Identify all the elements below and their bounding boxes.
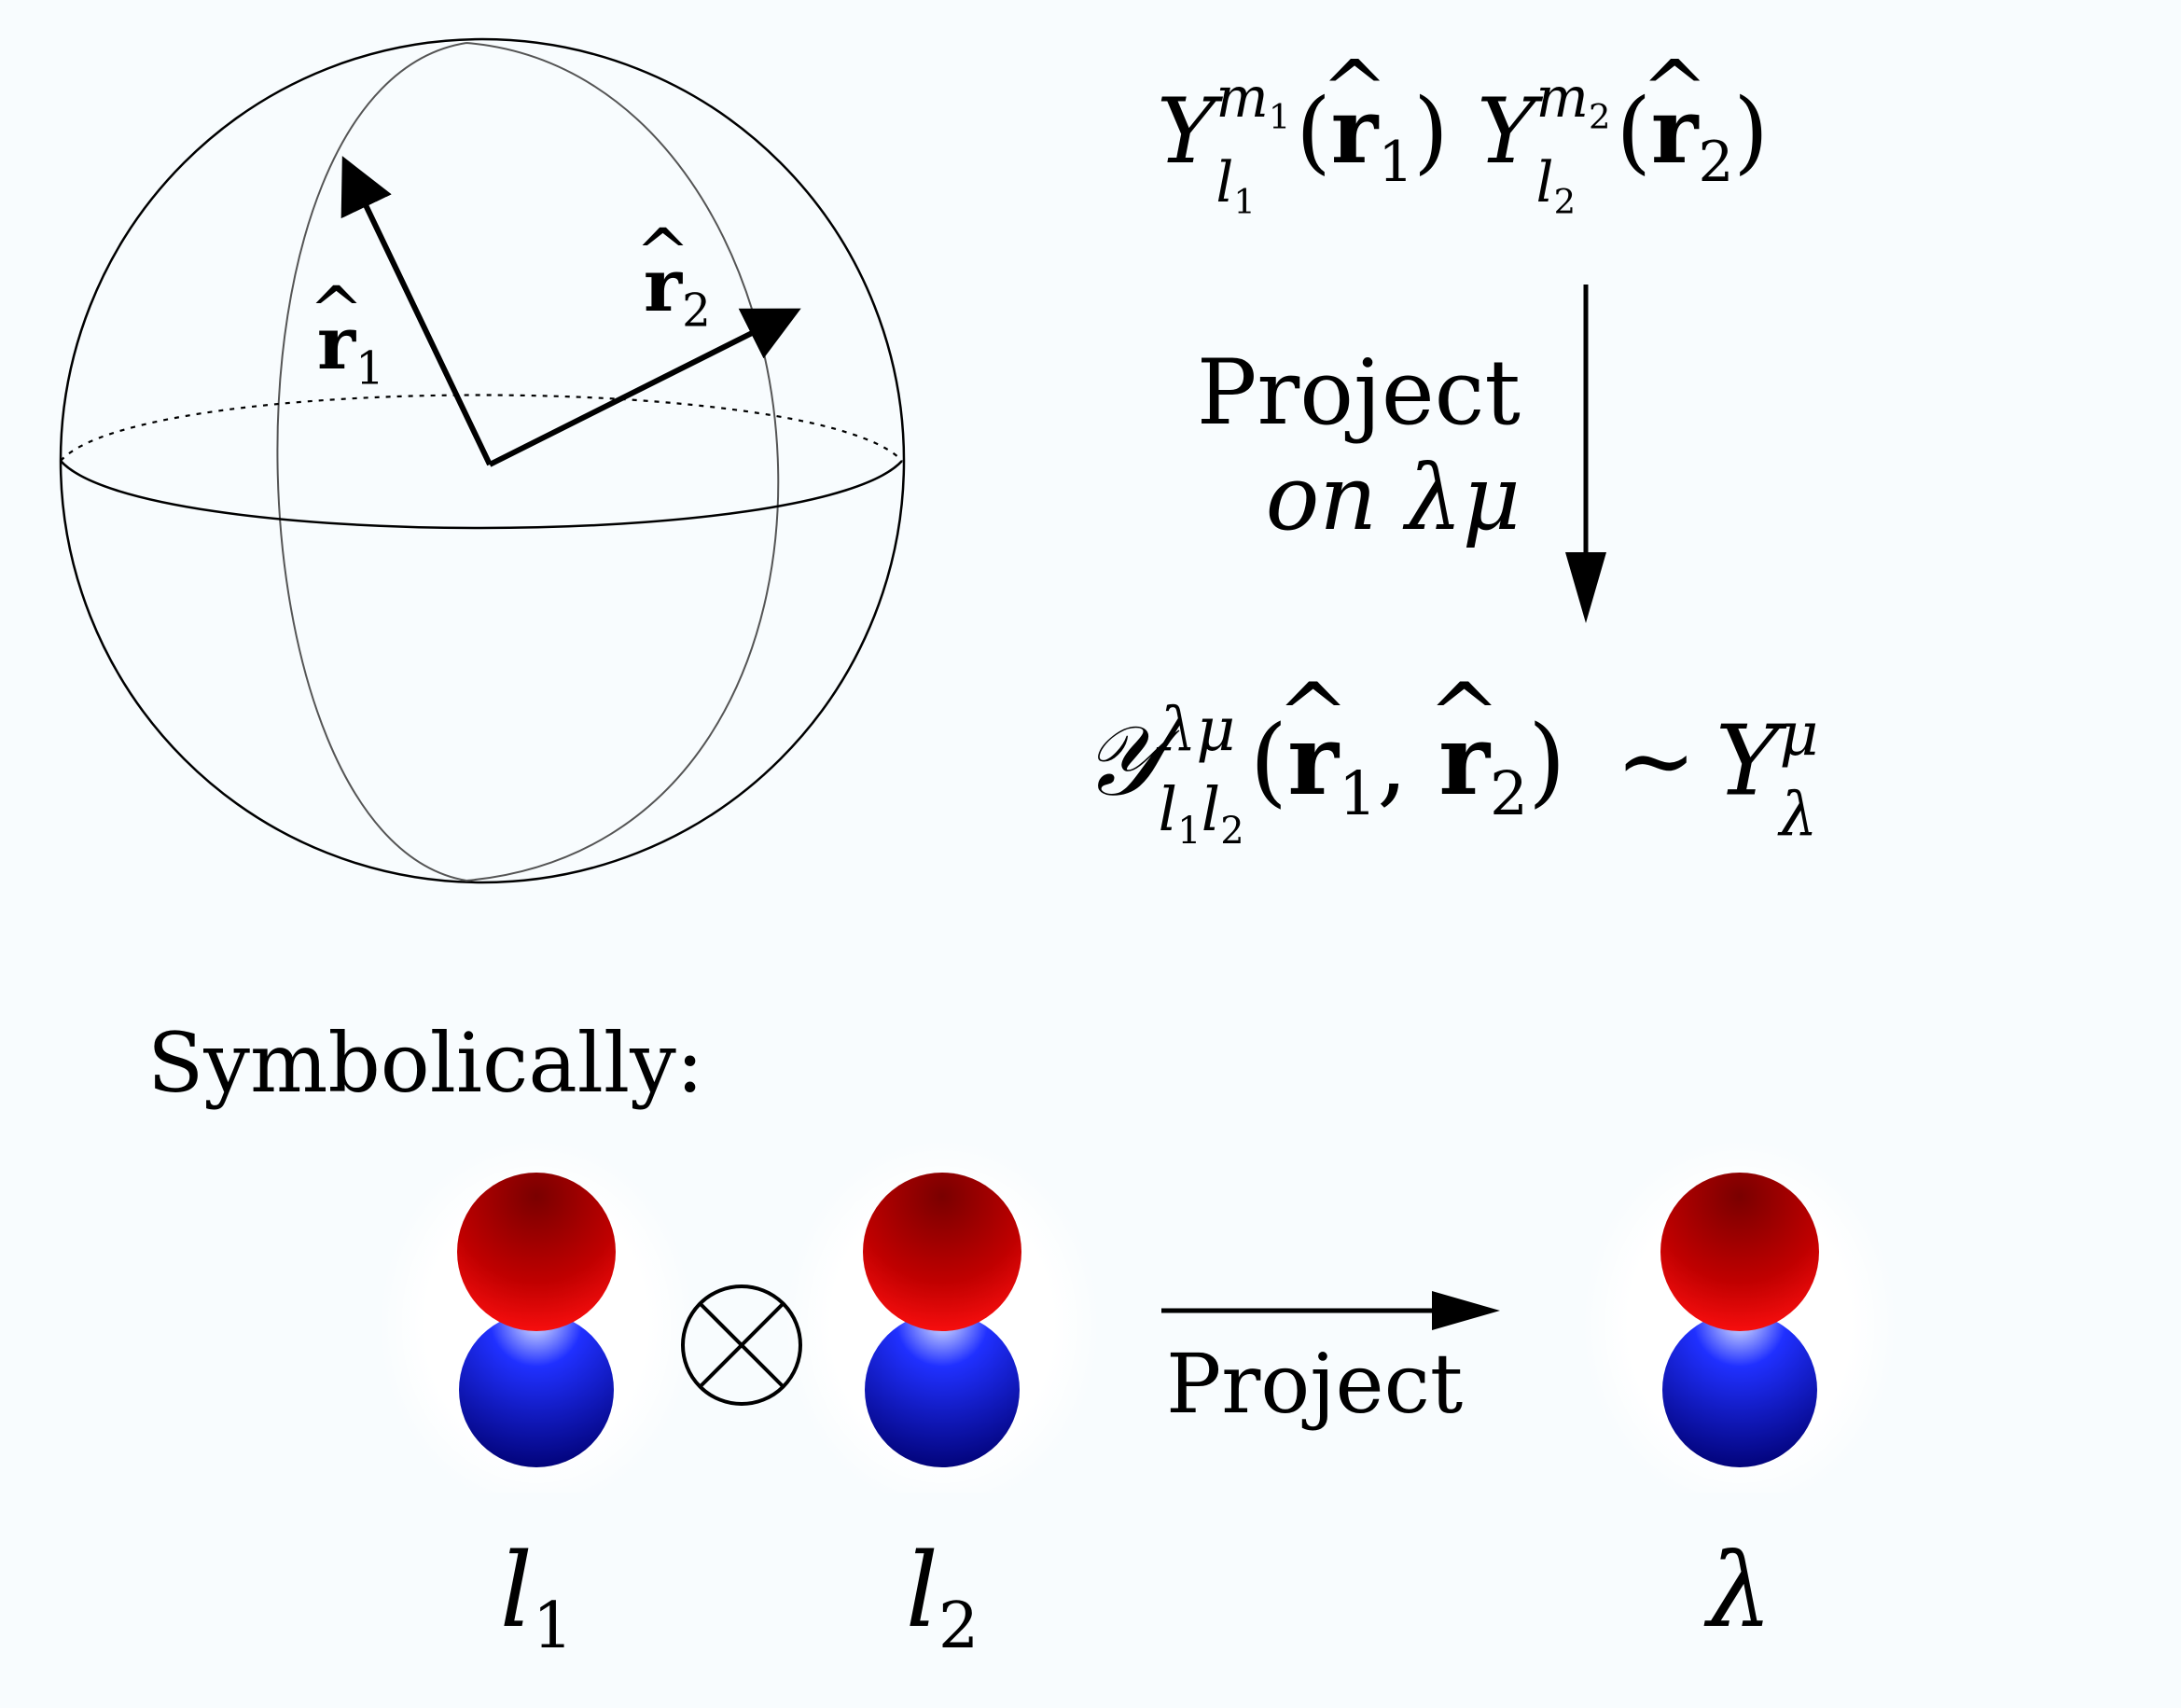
- orbitals-row: [378, 1138, 1898, 1493]
- orbital-l1: [378, 1138, 695, 1493]
- r1-label: r1: [317, 308, 384, 392]
- orbital-label-l1: l1: [499, 1531, 574, 1663]
- orbital-label-lambda: λ: [1707, 1531, 1772, 1650]
- orbital-l2: [784, 1138, 1101, 1493]
- orbital-label-l2: l2: [905, 1531, 979, 1663]
- tensor-product-icon: [681, 1284, 802, 1406]
- project-arrow-right: [1161, 1291, 1500, 1330]
- vector-r2: [488, 308, 801, 467]
- sphere-diagram: [59, 37, 906, 884]
- vector-r1: [340, 156, 493, 466]
- symbolically-heading: Symbolically:: [147, 1015, 704, 1111]
- project-label-horizontal: Project: [1166, 1336, 1464, 1432]
- meridian: [276, 42, 780, 882]
- orbital-lambda: [1581, 1138, 1898, 1493]
- equator-back: [60, 394, 903, 462]
- project-arrow-down: [1565, 285, 1606, 623]
- project-on-label: Project on λμ: [1196, 340, 1521, 551]
- r2-label: r2: [644, 250, 711, 334]
- equator-front: [60, 460, 903, 530]
